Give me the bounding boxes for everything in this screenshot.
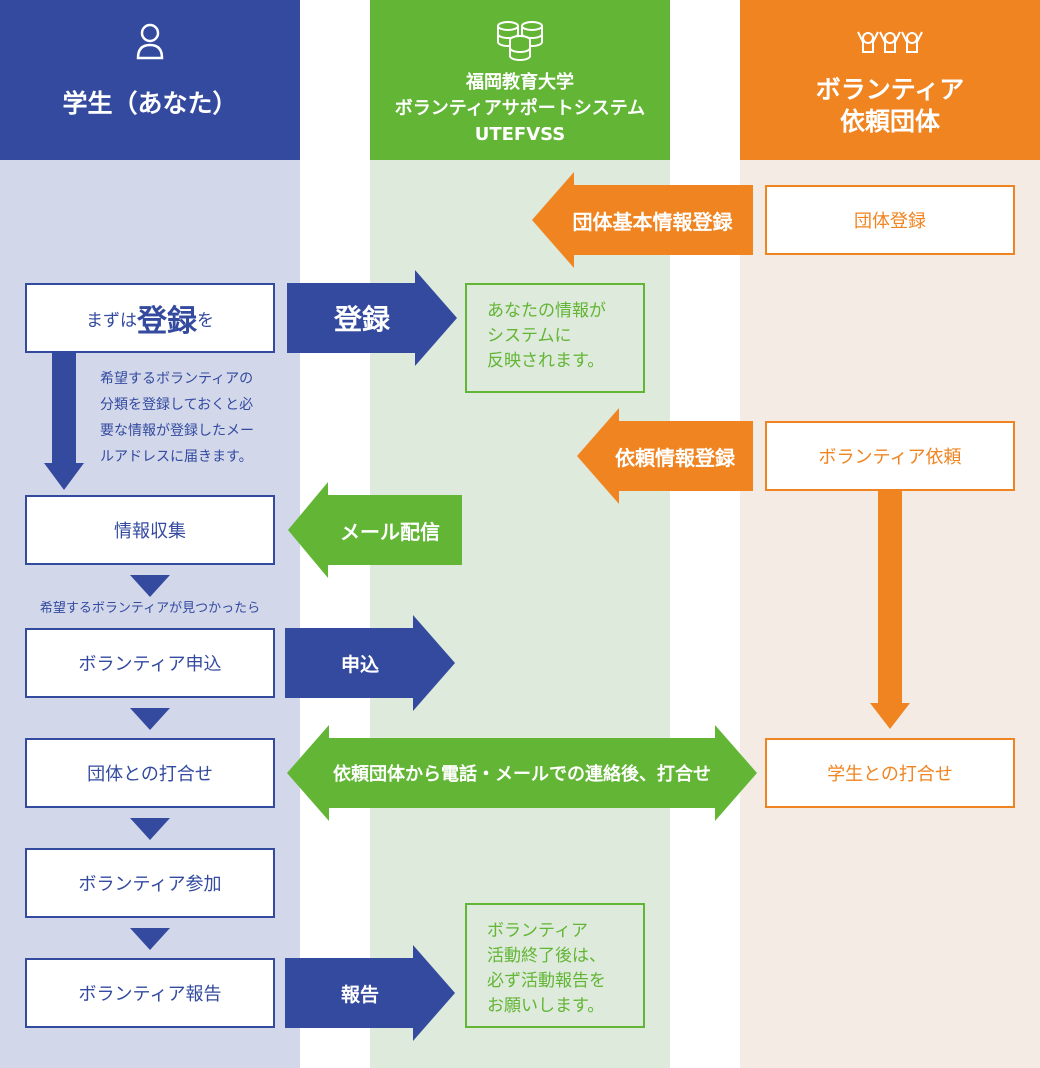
info-collect-box: 情報収集 <box>25 495 275 565</box>
group-icon <box>854 20 926 62</box>
request-info-arrow-label: 依頼情報登録 <box>615 445 735 470</box>
system-header: 福岡教育大学 ボランティアサポートシステム UTEFVSS <box>370 0 670 160</box>
org-basic-arrow-shape <box>532 172 753 268</box>
system-title-line2: ボランティアサポートシステム <box>394 98 646 119</box>
after-note: ボランティア 活動終了後は、 必ず活動報告を お願いします。 <box>465 903 645 1028</box>
request-info-arrow-shape <box>577 408 753 504</box>
register-box: まずは登録を <box>25 283 275 353</box>
org-header: ボランティア 依頼団体 <box>740 0 1040 160</box>
contact-arrow-label: 依頼団体から電話・メールでの連絡後、打合せ <box>333 764 711 785</box>
report-box: ボランティア報告 <box>25 958 275 1028</box>
student-title: 学生（あなた） <box>62 89 238 118</box>
register-big: 登録 <box>137 304 197 339</box>
contact-arrow-shape <box>287 725 757 821</box>
reflect-note: あなたの情報が システムに 反映されます。 <box>465 283 645 393</box>
apply-arrow-shape <box>285 615 455 711</box>
mail-arrow-shape <box>288 482 462 578</box>
database-icon <box>494 20 546 62</box>
apply-box: ボランティア申込 <box>25 628 275 698</box>
org-register-box: 団体登録 <box>765 185 1015 255</box>
report-arrow-label: 報告 <box>340 983 379 1006</box>
meeting-box: 団体との打合せ <box>25 738 275 808</box>
register-note: 希望するボランティアの 分類を登録しておくと必 要な情報が登録したメー ルアドレ… <box>100 371 254 465</box>
system-title-line1: 福岡教育大学 <box>466 72 574 93</box>
found-note: 希望するボランティアが見つかったら <box>39 601 261 616</box>
flow-down-arrow-2 <box>130 708 170 730</box>
org-down-arrow <box>870 491 910 729</box>
register-pre: まずは <box>86 310 137 331</box>
student-header: 学生（あなた） <box>0 0 300 160</box>
flow-down-arrow-4 <box>130 928 170 950</box>
register-arrow-shape <box>287 270 457 366</box>
mail-arrow-label: メール配信 <box>340 519 440 544</box>
org-title-line1: ボランティア <box>815 75 965 104</box>
system-title-line3: UTEFVSS <box>474 124 566 145</box>
org-request-box: ボランティア依頼 <box>765 421 1015 491</box>
apply-arrow-label: 申込 <box>340 653 379 676</box>
join-box: ボランティア参加 <box>25 848 275 918</box>
flow-down-arrow-3 <box>130 818 170 840</box>
org-title-line2: 依頼団体 <box>839 107 940 136</box>
person-icon <box>135 20 165 62</box>
org-meeting-box: 学生との打合せ <box>765 738 1015 808</box>
register-post: を <box>197 310 214 331</box>
flow-down-arrow-1 <box>130 575 170 597</box>
report-arrow-shape <box>285 945 455 1041</box>
register-down-arrow <box>44 353 84 490</box>
org-basic-arrow-label: 団体基本情報登録 <box>572 209 733 234</box>
register-arrow-label: 登録 <box>333 303 390 336</box>
